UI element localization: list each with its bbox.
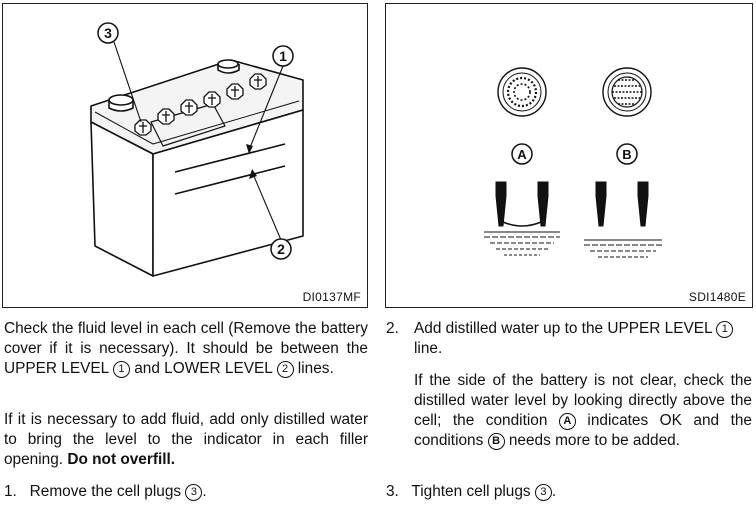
callout-upper-inline: 1 <box>716 321 734 338</box>
callout-upper-level: 1 <box>279 48 287 64</box>
callout-a: A <box>517 147 527 162</box>
callout-b: B <box>622 147 631 162</box>
step-3: 3. Tighten cell plugs 3. <box>386 482 752 502</box>
step-text: Tighten cell plugs <box>411 483 531 500</box>
para-text: If it is necessary to add fluid, add onl… <box>4 411 368 468</box>
step-text: Add distilled water up to the UPPER LEVE… <box>414 320 712 337</box>
step-2: Add distilled water up to the UPPER LEVE… <box>414 319 752 359</box>
callout-plugs-inline: 3 <box>185 484 203 501</box>
step-number: 1. <box>4 483 17 500</box>
para-text: and LOWER LEVEL <box>134 360 273 377</box>
battery-illustration: 3 1 2 <box>90 22 304 277</box>
callout-lower-level: 2 <box>277 241 285 257</box>
para-text: needs more to be added. <box>508 432 681 449</box>
step-end: line. <box>414 340 443 357</box>
callout-upper-inline: 1 <box>112 361 130 378</box>
step-1: 1. Remove the cell plugs 3. <box>4 482 368 502</box>
callout-lower-inline: 2 <box>276 361 294 378</box>
level-illustration: A B <box>484 67 662 258</box>
para-text: If the side of the battery is not clear,… <box>414 372 752 429</box>
check-fluid-paragraph: Check the fluid level in each cell (Remo… <box>4 319 368 379</box>
step-end: . <box>202 483 207 500</box>
para-text: indicates OK and the conditions <box>414 412 752 449</box>
callout-plugs-inline: 3 <box>534 484 552 501</box>
callout-b-inline: B <box>487 433 505 450</box>
step-2-number: 2. <box>386 320 399 337</box>
warning-text: Do not overfill. <box>67 451 176 468</box>
callout-plugs: 3 <box>104 25 112 41</box>
figure-code: SDI1480E <box>688 290 746 304</box>
add-fluid-paragraph: If it is necessary to add fluid, add onl… <box>4 410 368 470</box>
battery-figure: 3 1 2 DI0137MF <box>2 3 368 308</box>
step-end: . <box>551 483 557 500</box>
step-text: Remove the cell plugs <box>29 483 182 500</box>
callout-a-inline: A <box>558 413 576 430</box>
visual-check-paragraph: If the side of the battery is not clear,… <box>414 371 752 451</box>
para-text: Check the fluid level in each cell (Remo… <box>4 320 368 377</box>
figure-code: DI0137MF <box>302 290 361 304</box>
step-number: 3. <box>386 483 399 500</box>
para-text: lines. <box>297 360 334 377</box>
level-indicator-figure: A B SDI1480E <box>385 3 753 308</box>
